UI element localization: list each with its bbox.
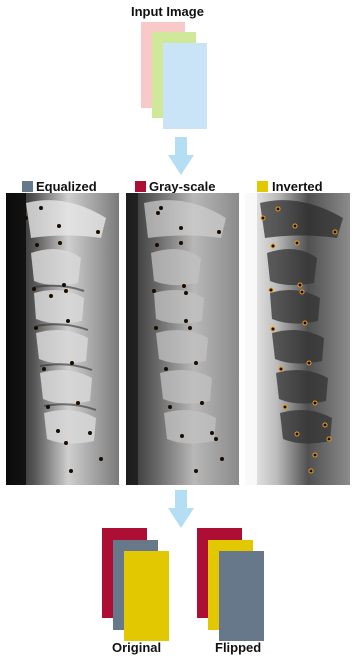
down-arrow-icon xyxy=(168,137,194,175)
xray-equalized-image xyxy=(6,193,119,485)
legend-swatch-grayscale xyxy=(135,181,146,192)
legend-swatch-inverted xyxy=(257,181,268,192)
legend-swatch-equalized xyxy=(22,181,33,192)
flipped-card-slate xyxy=(219,551,264,641)
xray-grayscale-image xyxy=(126,193,239,485)
input-card-blue xyxy=(163,43,207,129)
original-card-yellow xyxy=(124,551,169,641)
output-label-flipped: Flipped xyxy=(215,640,261,655)
input-image-title: Input Image xyxy=(131,4,204,19)
xray-inverted-image xyxy=(245,193,350,485)
output-label-original: Original xyxy=(112,640,161,655)
legend-label-inverted: Inverted xyxy=(272,179,323,194)
down-arrow-icon xyxy=(168,490,194,528)
legend-label-equalized: Equalized xyxy=(36,179,97,194)
legend-label-grayscale: Gray-scale xyxy=(149,179,216,194)
